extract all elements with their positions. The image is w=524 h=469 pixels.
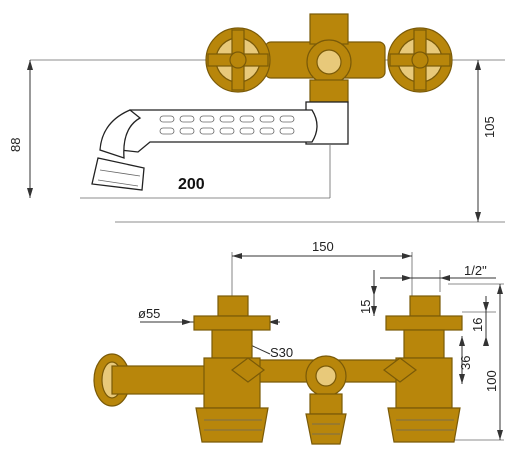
- dimension-100: 100: [448, 283, 504, 441]
- hose-connector: [93, 353, 211, 407]
- dim-diameter-label: ø55: [138, 306, 160, 321]
- front-view: 150 1/2" 15 ø55 S30: [93, 239, 504, 445]
- dim-88-label: 88: [8, 138, 23, 152]
- dimension-36: 36: [458, 336, 473, 384]
- right-handle-wheel: [387, 27, 453, 93]
- dimension-88: 88: [8, 60, 33, 198]
- left-handle-wheel: [205, 27, 271, 93]
- dim-16-label: 16: [470, 318, 485, 332]
- top-view: 88 105 200: [8, 13, 505, 223]
- dim-105-label: 105: [482, 116, 497, 138]
- dim-15-label: 15: [358, 300, 373, 314]
- left-escutcheon: [231, 357, 265, 383]
- dimension-105: 105: [475, 60, 497, 222]
- right-escutcheon: [383, 357, 417, 383]
- dim-150-label: 150: [312, 239, 334, 254]
- dimension-15: 15: [358, 270, 377, 316]
- spout: [91, 109, 331, 198]
- dimension-16: 16: [462, 296, 496, 346]
- dim-200-label: 200: [178, 176, 205, 193]
- central-diverter-front: [305, 355, 347, 445]
- dim-100-label: 100: [484, 370, 499, 392]
- dimension-thread: 1/2": [380, 263, 496, 292]
- dim-nut-label: S30: [270, 345, 293, 360]
- central-diverter-top: [306, 13, 352, 103]
- right-upright: [385, 295, 463, 443]
- dimension-150: 150: [231, 239, 413, 300]
- dim-thread-label: 1/2": [464, 263, 487, 278]
- dim-36-label: 36: [458, 356, 473, 370]
